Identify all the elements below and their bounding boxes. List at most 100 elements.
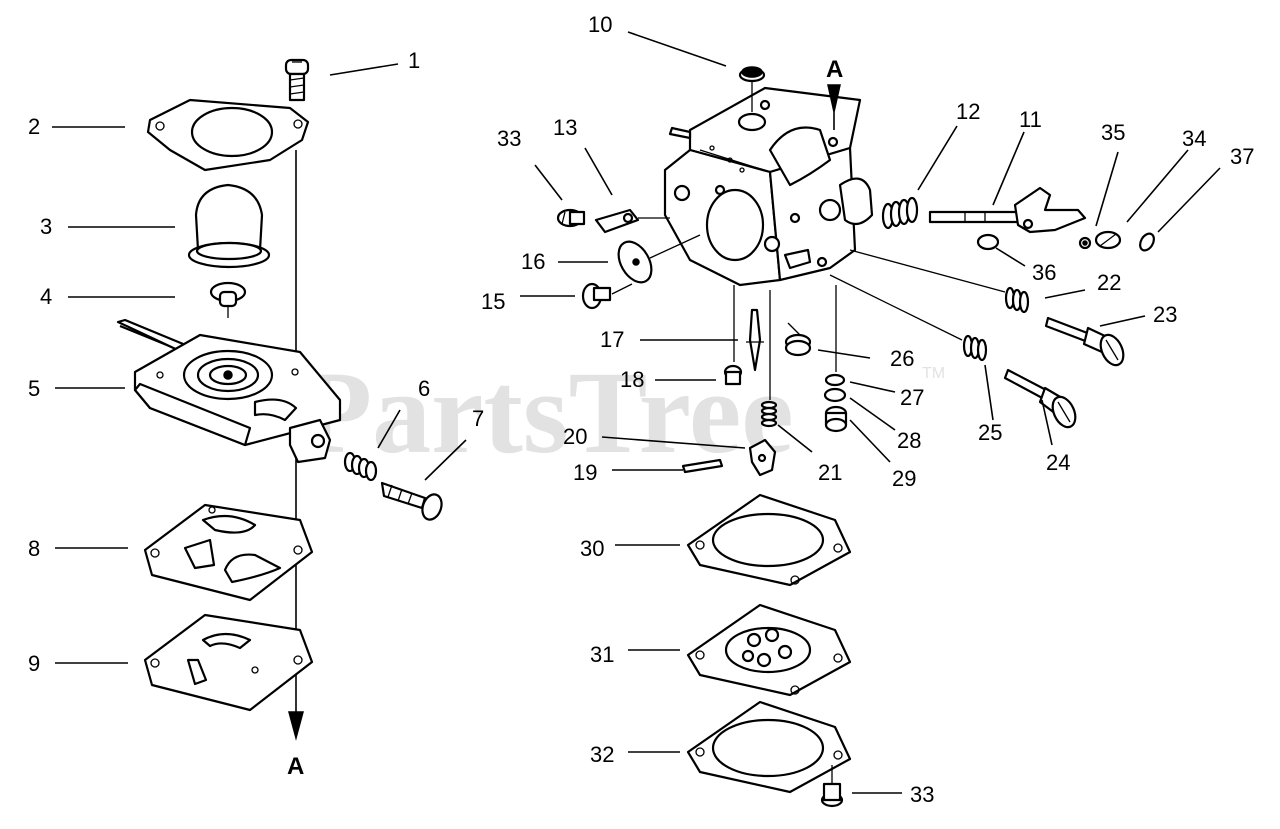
part-18-screw[interactable] — [723, 364, 743, 386]
axis-arrow-top — [827, 84, 841, 113]
callout-20: 20 — [563, 424, 587, 449]
callout-25: 25 — [978, 420, 1002, 445]
leader-20 — [601, 436, 746, 449]
callout-1: 1 — [408, 48, 420, 73]
part-5-pump-body[interactable] — [116, 318, 342, 464]
part-34-screw[interactable] — [1094, 230, 1122, 250]
leader-29 — [849, 419, 891, 463]
leader-35 — [1095, 151, 1119, 227]
part-37-clip[interactable] — [1137, 231, 1156, 253]
callout-8: 8 — [28, 536, 40, 561]
part-24-needle-screw[interactable] — [1003, 368, 1080, 431]
axis-arrow-down — [288, 711, 304, 741]
part-10-screen[interactable] — [738, 66, 766, 112]
part-27-ring[interactable] — [824, 373, 846, 387]
leader-33-top — [534, 164, 563, 201]
part-7-screw[interactable] — [380, 481, 445, 522]
callout-23: 23 — [1153, 302, 1177, 327]
leader-12 — [917, 125, 958, 191]
part-35-washer[interactable] — [1078, 236, 1092, 250]
leader-23 — [1099, 315, 1146, 327]
callout-28: 28 — [897, 428, 921, 453]
part-33-screw-bottom[interactable] — [820, 765, 844, 808]
leader-1 — [329, 63, 399, 76]
callout-18: 18 — [620, 367, 644, 392]
leader-25 — [984, 364, 994, 421]
part-33-screw-top[interactable] — [556, 208, 586, 228]
callout-35: 35 — [1101, 120, 1125, 145]
leader-21 — [777, 424, 813, 453]
callout-30: 30 — [580, 536, 604, 561]
callout-10: 10 — [588, 12, 612, 37]
leader-24 — [1041, 399, 1053, 446]
callout-24: 24 — [1046, 450, 1070, 475]
callout-17: 17 — [600, 327, 624, 352]
carburetor-body[interactable] — [663, 86, 874, 287]
axis-label-top: A — [826, 56, 843, 83]
part-20-lever[interactable] — [748, 438, 777, 477]
part-17-needle[interactable] — [733, 285, 764, 372]
callout-5: 5 — [28, 376, 40, 401]
callout-11: 11 — [1019, 107, 1042, 132]
callout-37: 37 — [1230, 144, 1254, 169]
callout-2: 2 — [28, 114, 40, 139]
part-28-ring[interactable] — [823, 387, 847, 403]
part-3-primer-bulb[interactable] — [187, 183, 271, 269]
callout-31: 31 — [590, 642, 614, 667]
part-22-spring[interactable] — [849, 249, 1030, 314]
part-16-throttle-plate[interactable] — [612, 234, 701, 288]
part-12-spring[interactable] — [881, 196, 919, 230]
part-9-gasket[interactable] — [143, 613, 314, 712]
leader-36 — [995, 247, 1026, 267]
part-15-screw[interactable] — [581, 282, 633, 310]
callout-34: 34 — [1182, 126, 1206, 151]
part-36-clip[interactable] — [976, 233, 1000, 251]
callout-9: 9 — [28, 651, 40, 676]
callout-26: 26 — [890, 346, 914, 371]
leader-37 — [1157, 167, 1221, 233]
part-1-screw[interactable] — [284, 58, 310, 102]
callout-29: 29 — [892, 466, 916, 491]
part-21-spring[interactable] — [760, 290, 778, 428]
callout-6: 6 — [418, 376, 430, 401]
part-26-disc[interactable] — [784, 322, 812, 357]
part-8-diaphragm[interactable] — [143, 503, 314, 602]
part-25-spring[interactable] — [829, 274, 988, 362]
axis-label-bottom: A — [287, 753, 304, 780]
watermark-text: PartsTree — [300, 347, 794, 478]
callout-36: 36 — [1032, 260, 1056, 285]
leader-27 — [849, 381, 896, 393]
part-29-plug[interactable] — [824, 285, 848, 433]
part-31-diaphragm[interactable] — [686, 603, 852, 697]
callout-27: 27 — [900, 385, 924, 410]
part-6-spring[interactable] — [343, 451, 378, 482]
callout-21: 21 — [818, 460, 842, 485]
callout-3: 3 — [40, 214, 52, 239]
callout-7: 7 — [472, 406, 484, 431]
leader-26 — [817, 349, 871, 359]
callout-4: 4 — [40, 284, 52, 309]
callout-12: 12 — [956, 99, 980, 124]
part-30-gasket[interactable] — [686, 493, 852, 587]
part-11-throttle-shaft[interactable] — [928, 186, 1087, 234]
part-2-cover-plate[interactable] — [146, 98, 310, 172]
part-13-clip[interactable] — [594, 208, 670, 234]
watermark-trademark: TM — [922, 365, 945, 382]
callout-15: 15 — [481, 289, 505, 314]
part-32-cover[interactable] — [686, 700, 852, 794]
part-4-valve[interactable] — [209, 281, 247, 318]
callout-32: 32 — [590, 742, 614, 767]
callout-22: 22 — [1097, 270, 1121, 295]
part-19-pin[interactable] — [681, 458, 724, 474]
leader-28 — [849, 397, 896, 431]
callout-19: 19 — [573, 460, 597, 485]
callout-16: 16 — [521, 249, 545, 274]
part-23-needle-screw[interactable] — [1044, 316, 1128, 369]
leader-7 — [424, 439, 467, 481]
leader-13 — [584, 147, 613, 196]
callout-13: 13 — [553, 115, 577, 140]
callout-33-bottom: 33 — [910, 782, 934, 807]
leader-34 — [1126, 149, 1189, 223]
